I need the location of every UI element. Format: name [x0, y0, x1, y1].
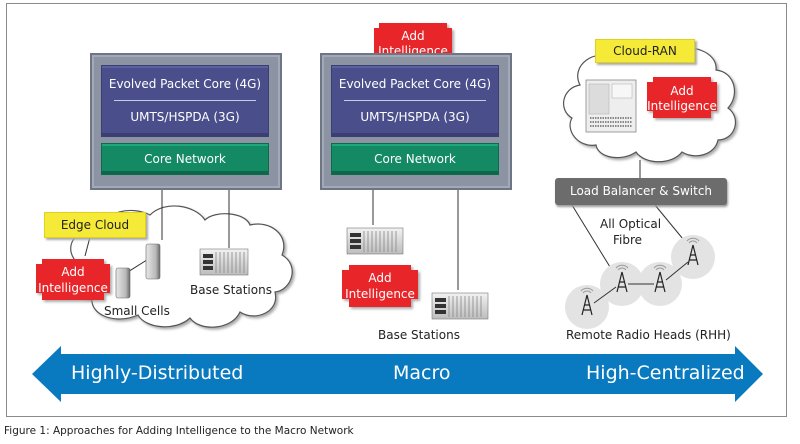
- cloud-ran-server-icon: [585, 79, 637, 133]
- core-stack-left: Evolved Packet Core (4G) UMTS/HSPDA (3G)…: [90, 53, 282, 190]
- edge-cloud-tag: Edge Cloud: [44, 212, 146, 238]
- macro-label: Macro: [393, 362, 451, 384]
- radio-tower-icon: [615, 264, 629, 293]
- base-station-icon: [199, 248, 249, 276]
- base-station-icon: [346, 227, 404, 255]
- umts-label: UMTS/HSPDA (3G): [130, 110, 240, 124]
- svg-text:Add: Add: [670, 84, 693, 98]
- base-stations-label: Base Stations: [378, 328, 460, 342]
- load-balancer-switch: Load Balancer & Switch: [555, 178, 727, 205]
- fibre-label-line1: All Optical: [600, 217, 662, 231]
- svg-text:Add: Add: [401, 29, 424, 43]
- core-stack-middle: Evolved Packet Core (4G) UMTS/HSPDA (3G)…: [320, 53, 512, 190]
- svg-text:Intelligence: Intelligence: [38, 281, 108, 295]
- small-cell-icon: [115, 267, 131, 299]
- core-network-bar: Core Network: [101, 143, 269, 175]
- svg-text:Intelligence: Intelligence: [345, 287, 415, 301]
- add-intelligence-badge: Add Intelligence: [36, 259, 110, 300]
- radio-tower-icon: [580, 287, 594, 316]
- divider: [114, 100, 256, 101]
- add-intelligence-badge: Add Intelligence: [342, 265, 418, 307]
- highly-distributed-label: Highly-Distributed: [71, 362, 244, 384]
- rrh-label: Remote Radio Heads (RHH): [566, 328, 731, 342]
- small-cells-label: Small Cells: [104, 304, 170, 318]
- wire: [84, 236, 91, 257]
- core-network-bar: Core Network: [331, 143, 499, 175]
- add-intelligence-badge: Add Intelligence: [647, 77, 717, 118]
- base-station-icon: [431, 292, 489, 320]
- svg-text:Intelligence: Intelligence: [647, 99, 717, 113]
- epc-label: Evolved Packet Core (4G): [338, 77, 492, 91]
- radio-tower-icon: [686, 237, 700, 266]
- small-cell-icon: [145, 243, 161, 280]
- svg-text:Add: Add: [368, 271, 391, 285]
- cloud-ran-tag: Cloud-RAN: [595, 39, 695, 63]
- fibre-label-line2: Fibre: [613, 233, 643, 247]
- spectrum-arrow: [32, 346, 763, 402]
- high-centralized-label: High-Centralized: [586, 362, 745, 384]
- svg-text:Add: Add: [61, 265, 84, 279]
- divider: [344, 100, 486, 101]
- core-layers: Evolved Packet Core (4G) UMTS/HSPDA (3G): [101, 65, 269, 137]
- radio-tower-icon: [653, 264, 667, 293]
- base-stations-label: Base Stations: [190, 283, 272, 297]
- figure-caption: Figure 1: Approaches for Adding Intellig…: [4, 425, 354, 437]
- core-layers: Evolved Packet Core (4G) UMTS/HSPDA (3G): [331, 65, 499, 137]
- umts-label: UMTS/HSPDA (3G): [360, 110, 470, 124]
- rrh-group: [565, 235, 715, 329]
- epc-label: Evolved Packet Core (4G): [108, 77, 262, 91]
